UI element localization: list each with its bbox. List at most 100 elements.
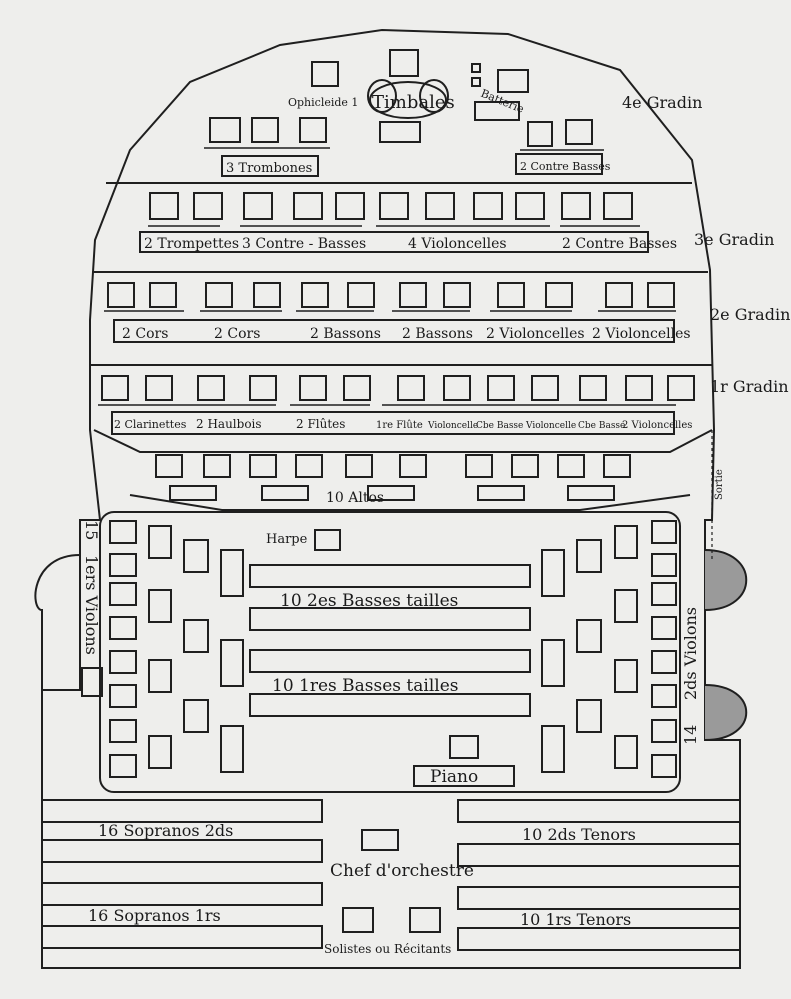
seat — [220, 549, 244, 597]
tenor2-label: 10 2ds Tenors — [522, 825, 636, 844]
seat — [209, 117, 241, 143]
seat — [515, 192, 545, 220]
seat — [109, 754, 137, 778]
seat — [557, 454, 585, 478]
seat — [301, 282, 329, 308]
bench — [249, 649, 531, 673]
seat — [261, 485, 309, 501]
door-left — [34, 554, 81, 691]
seat — [605, 282, 633, 308]
seat — [299, 375, 327, 401]
seat — [603, 454, 631, 478]
row3-label-2: 4 Violoncelles — [408, 236, 507, 252]
seat — [193, 192, 223, 220]
bench — [41, 799, 323, 823]
chef-seat — [361, 829, 399, 851]
seat — [567, 485, 615, 501]
bench — [249, 607, 531, 631]
contrebasses-4-label: 2 Contre Basses — [520, 160, 611, 173]
seat — [511, 454, 539, 478]
bench — [457, 799, 741, 823]
bench — [457, 843, 741, 867]
seat — [109, 553, 137, 577]
door-right-lower — [704, 684, 748, 741]
violins2-count: 14 — [681, 725, 700, 745]
row3-box — [139, 231, 649, 253]
seat — [473, 192, 503, 220]
seat — [335, 192, 365, 220]
seat — [109, 684, 137, 708]
seat — [109, 582, 137, 606]
seat — [651, 582, 677, 606]
row2-box — [113, 319, 675, 343]
seat — [183, 539, 209, 573]
timbale-drum — [419, 79, 449, 113]
seat — [651, 684, 677, 708]
seat — [443, 282, 471, 308]
row2-label-3: 2 Bassons — [402, 326, 473, 342]
seat — [477, 485, 525, 501]
gradin-divider-1 — [93, 429, 713, 453]
row2-label-0: 2 Cors — [122, 326, 168, 342]
seat — [614, 589, 638, 623]
seat — [471, 63, 481, 73]
basses1-label: 10 1res Basses tailles — [272, 676, 459, 696]
seat — [541, 549, 565, 597]
seat — [603, 192, 633, 220]
seat — [471, 77, 481, 87]
seat — [155, 454, 183, 478]
seat — [425, 192, 455, 220]
seat — [614, 735, 638, 769]
seat — [109, 650, 137, 674]
seat — [81, 667, 103, 697]
seat — [647, 282, 675, 308]
seat — [399, 454, 427, 478]
bench — [41, 839, 323, 863]
seat — [389, 49, 419, 77]
violins1-count: 15 — [82, 520, 101, 540]
gradin-4-label: 4e Gradin — [622, 93, 702, 112]
seat — [474, 101, 520, 121]
seat — [251, 117, 279, 143]
seat — [295, 454, 323, 478]
seat — [311, 61, 339, 87]
piano-label: Piano — [430, 767, 478, 787]
seat — [243, 192, 273, 220]
row3-label-1: 3 Contre - Basses — [242, 236, 366, 252]
seat — [299, 117, 327, 143]
row1-label-1: 2 Haulbois — [196, 417, 262, 431]
soprano2-label: 16 Sopranos 2ds — [98, 821, 233, 840]
row1-label-5: Cbe Basse — [476, 421, 523, 431]
seat — [651, 553, 677, 577]
ophicleide-label: Ophicleide 1 — [288, 96, 358, 109]
seat — [565, 119, 593, 145]
seat — [148, 589, 172, 623]
row2-label-5: 2 Violoncelles — [592, 326, 691, 342]
seat — [465, 454, 493, 478]
row3-label-3: 2 Contre Basses — [562, 236, 677, 252]
seat — [367, 485, 415, 501]
seat — [651, 520, 677, 544]
sortie-label: Sortie — [714, 469, 725, 500]
violins1-label: 1ers Violons — [82, 555, 101, 655]
seat — [487, 375, 515, 401]
seat — [183, 619, 209, 653]
row1-label-7: Cbe Basse — [578, 421, 625, 431]
stage-outline — [41, 28, 741, 969]
piano-seat — [449, 735, 479, 759]
row1-label-4: Violoncelle — [427, 421, 478, 431]
row1-label-0: 2 Clarinettes — [114, 418, 187, 431]
seat — [253, 282, 281, 308]
strings-enclosure — [99, 511, 681, 793]
seat — [293, 192, 323, 220]
bench — [41, 882, 323, 906]
seat — [443, 375, 471, 401]
row1-box — [111, 411, 675, 435]
seat — [614, 525, 638, 559]
seat — [576, 619, 602, 653]
seat — [148, 735, 172, 769]
seat — [541, 639, 565, 687]
seat — [148, 659, 172, 693]
seat — [149, 282, 177, 308]
seat — [343, 375, 371, 401]
